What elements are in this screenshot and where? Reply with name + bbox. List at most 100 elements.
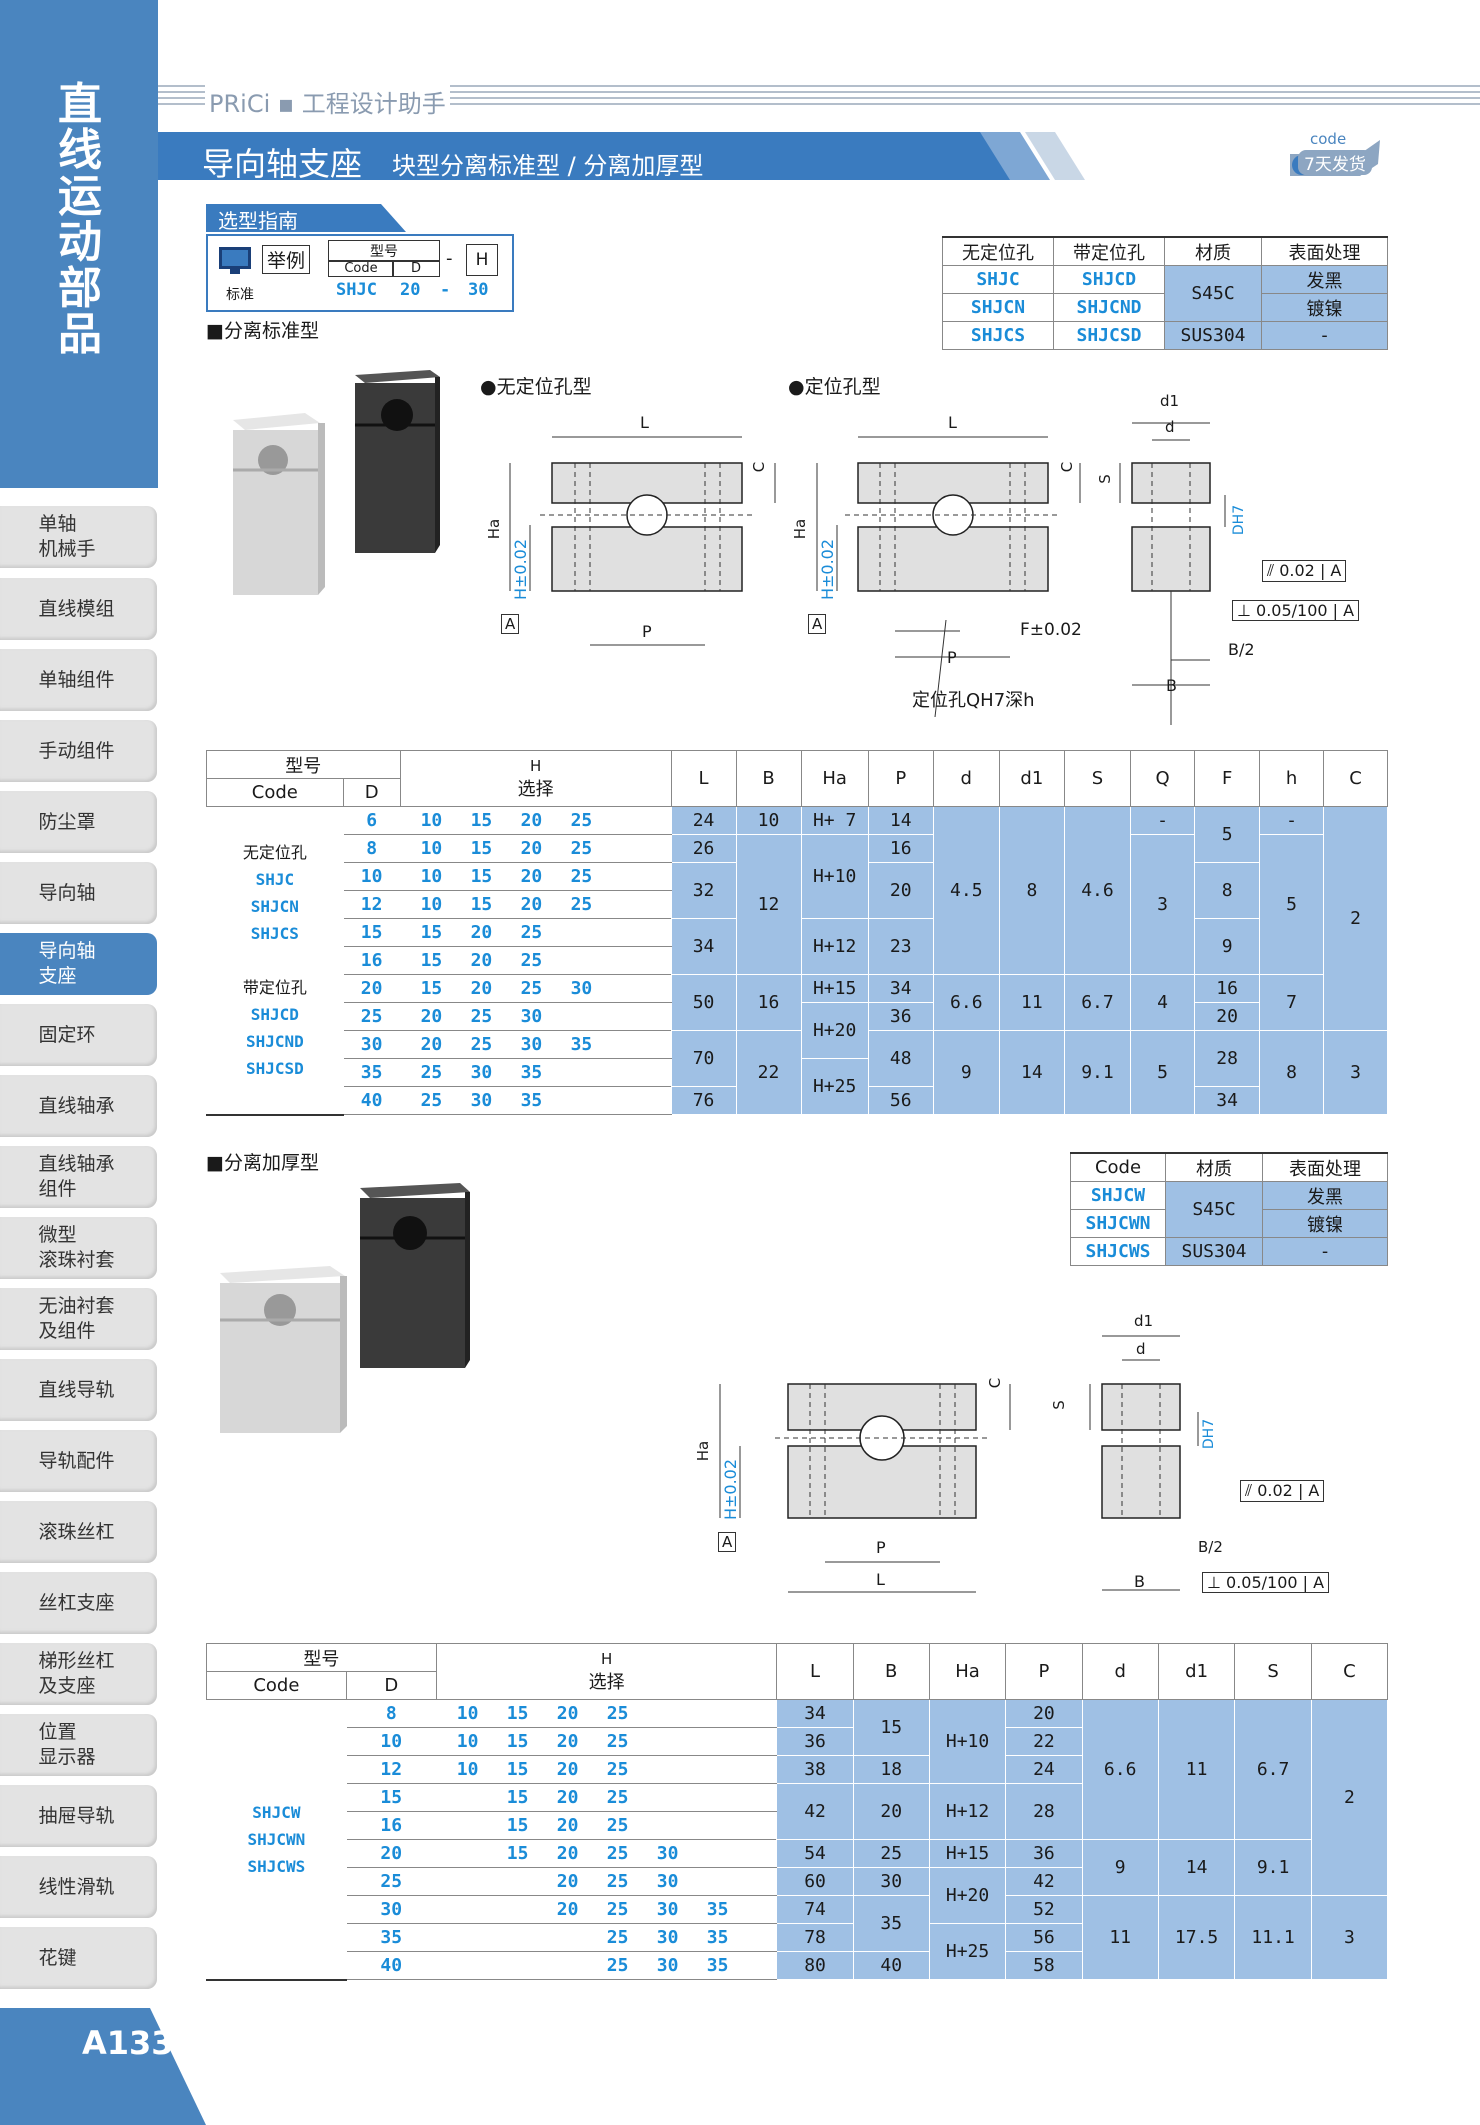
cell-B: 16 — [735, 974, 802, 1031]
h-option: 20 — [470, 978, 493, 999]
datum-A: A — [718, 1532, 737, 1552]
cell-P: 14 — [867, 806, 934, 835]
sidebar-item[interactable]: 梯形丝杠 及支座 — [0, 1643, 157, 1705]
dim-S: S — [1049, 1400, 1068, 1410]
h-option: 25 — [420, 1090, 443, 1111]
sidebar-item[interactable]: 直线导轨 — [0, 1359, 157, 1421]
h-option — [707, 1703, 757, 1724]
sidebar-item[interactable]: 位置 显示器 — [0, 1714, 157, 1776]
sidebar-item[interactable]: 防尘罩 — [0, 791, 157, 853]
sidebar-item[interactable]: 导轨配件 — [0, 1430, 157, 1492]
cell-F: 5 — [1194, 806, 1261, 863]
page-subtitle: 块型分离标准型 / 分离加厚型 — [392, 152, 704, 180]
th-d: D — [342, 778, 401, 807]
h-option: 20 — [420, 1034, 443, 1055]
h-option: 30 — [520, 1006, 543, 1027]
cell-F: 8 — [1194, 862, 1261, 919]
th-col: C — [1322, 750, 1389, 807]
th-col: d1 — [998, 750, 1065, 807]
sidebar-item[interactable]: 丝杠支座 — [0, 1572, 157, 1634]
d-value: 40 — [345, 1951, 437, 1980]
sidebar-item-label: 防尘罩 — [38, 810, 96, 833]
h-option: 25 — [520, 922, 543, 943]
cell-Ha: H+20 — [800, 1002, 869, 1059]
sidebar-item-label: 固定环 — [38, 1023, 96, 1046]
sidebar-item[interactable]: 单轴 机械手 — [0, 506, 157, 568]
sidebar-item[interactable]: 直线轴承 — [0, 1075, 157, 1137]
sidebar-item[interactable]: 抽屉导轨 — [0, 1785, 157, 1847]
h-option — [571, 1006, 621, 1027]
th-col: B — [852, 1643, 930, 1700]
code-text: 无定位孔 — [242, 842, 307, 862]
h-option: 25 — [606, 1843, 629, 1864]
dim-H: H±0.02 — [511, 538, 531, 601]
sidebar-item[interactable]: 导向轴 — [0, 862, 157, 924]
h-option: 30 — [656, 1899, 679, 1920]
sidebar-item-label: 导向轴 — [38, 881, 96, 904]
sidebar-item[interactable]: 花键 — [0, 1927, 157, 1989]
example-dash: - — [440, 280, 451, 300]
cell-d1: 11 — [1157, 1699, 1236, 1840]
cell-F: 9 — [1194, 918, 1261, 975]
d-value: 8 — [342, 834, 401, 863]
h-option: 10 — [420, 894, 443, 915]
sidebar-item[interactable]: 手动组件 — [0, 720, 157, 782]
dim-B: B — [1166, 676, 1177, 695]
sidebar-item[interactable]: 直线模组 — [0, 578, 157, 640]
code-header: Code — [328, 260, 394, 277]
d-value: 10 — [342, 862, 401, 891]
cell-L: 80 — [776, 1951, 854, 1980]
sidebar-item[interactable]: 固定环 — [0, 1004, 157, 1066]
h-option: 15 — [420, 978, 443, 999]
h-option: 15 — [470, 810, 493, 831]
sidebar-item-label: 直线导轨 — [38, 1378, 115, 1401]
sidebar-item[interactable]: 直线轴承 组件 — [0, 1146, 157, 1208]
h-option: 30 — [656, 1955, 679, 1976]
h-option — [657, 1703, 707, 1724]
d-value: 20 — [345, 1839, 437, 1868]
mat-header: Code — [1070, 1152, 1166, 1182]
mat-surface: 镀镍 — [1262, 1209, 1388, 1238]
cell-P: 28 — [1005, 1783, 1083, 1840]
h-option: 15 — [470, 894, 493, 915]
sidebar-item[interactable]: 导向轴 支座 — [0, 933, 157, 995]
mat-material: S45C — [1165, 1181, 1263, 1238]
mat-header: 材质 — [1165, 1152, 1263, 1182]
cell-B: 18 — [852, 1755, 930, 1784]
h-option — [707, 1759, 757, 1780]
h-option — [657, 1759, 707, 1780]
cell-d: 9 — [1081, 1839, 1159, 1896]
h-option: 20 — [556, 1899, 579, 1920]
mat-code: SHJCSD — [1053, 321, 1165, 350]
sidebar-item[interactable]: 线性滑轨 — [0, 1856, 157, 1918]
th-code: Code — [206, 778, 344, 807]
sidebar-item[interactable]: 单轴组件 — [0, 649, 157, 711]
brand-title: PRiCi ▪ 工程设计助手 — [205, 84, 450, 119]
h-option — [571, 1090, 621, 1111]
d-value: 15 — [342, 918, 401, 947]
h-option: 35 — [706, 1899, 729, 1920]
cell-d: 6.6 — [932, 974, 1000, 1031]
sidebar-item-label: 直线模组 — [38, 597, 115, 620]
badge-days-text: 7天发货 — [1298, 150, 1372, 175]
datum-A: A — [808, 614, 827, 634]
h-option: 25 — [606, 1899, 629, 1920]
th-col: P — [1005, 1643, 1083, 1700]
sidebar-item[interactable]: 无油衬套 及组件 — [0, 1288, 157, 1350]
material-table-standard: 无定位孔 带定位孔 材质 表面处理 SHJC SHJCD S45C 发黑 SHJ… — [942, 236, 1388, 350]
sidebar-item[interactable]: 微型 滚珠衬套 — [0, 1217, 157, 1279]
sidebar-item[interactable]: 滚珠丝杠 — [0, 1501, 157, 1563]
cell-L: 74 — [776, 1895, 854, 1924]
cell-S: 11.1 — [1234, 1895, 1312, 1980]
mat-surface: 发黑 — [1262, 1181, 1388, 1210]
h-option: 30 — [656, 1843, 679, 1864]
dim-B: B — [1134, 1572, 1145, 1591]
